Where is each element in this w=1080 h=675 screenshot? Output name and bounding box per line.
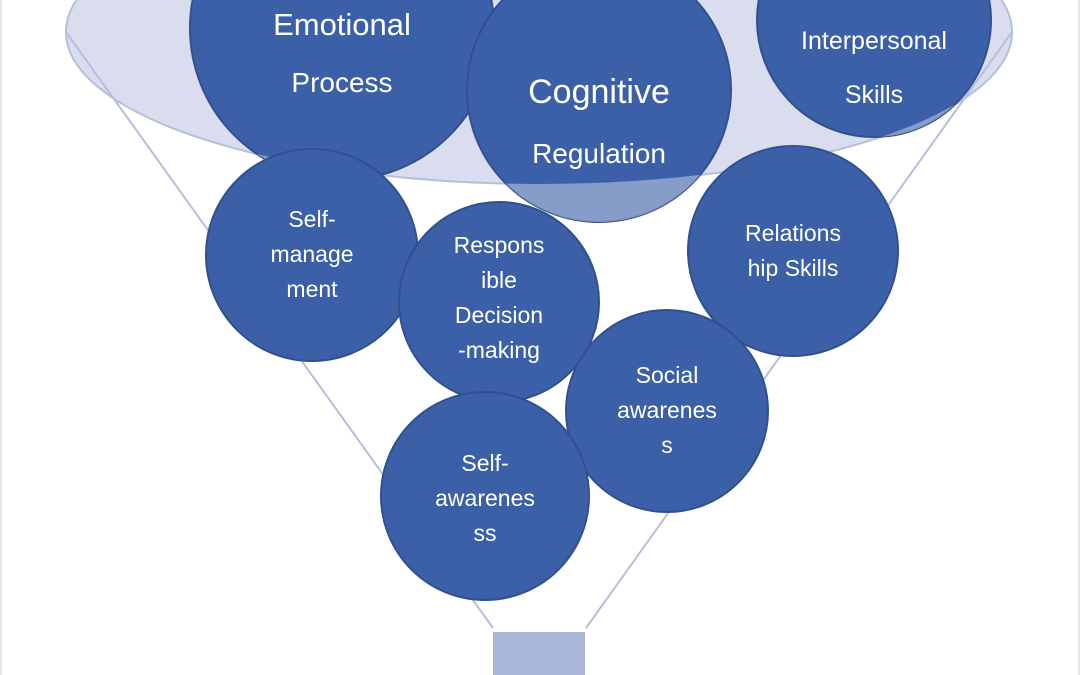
circle-label-cognitive-regulation: Cognitive Regulation xyxy=(528,48,670,196)
circle-relationship-skills xyxy=(687,145,899,357)
circle-subtitle: Regulation xyxy=(532,138,666,170)
circle-title: Interpersonal xyxy=(801,27,947,56)
circle-cognitive-regulation xyxy=(466,0,732,223)
circle-label-social-awareness: Social awarenes s xyxy=(617,362,717,458)
circle-label-relationship-skills: Relations hip Skills xyxy=(745,220,841,281)
circle-social-awareness xyxy=(565,309,769,513)
circle-title: Emotional xyxy=(273,7,411,43)
circle-self-awareness xyxy=(380,391,590,601)
circle-subtitle: Skills xyxy=(844,81,904,110)
circle-label-interpersonal-skills: Interpersonal Skills xyxy=(801,2,947,134)
circle-subtitle: Process xyxy=(291,67,393,99)
circle-label-responsible-decision-making: Respons ible Decision -making xyxy=(453,232,545,363)
circle-label-self-management: Self- manage ment xyxy=(270,206,354,302)
circle-interpersonal-skills xyxy=(756,0,992,138)
funnel-stem xyxy=(493,632,585,675)
circle-label-emotional-process: Emotional Process xyxy=(273,0,411,124)
circle-title: Cognitive xyxy=(528,73,670,112)
circle-label-self-awareness: Self- awarenes ss xyxy=(435,450,535,546)
